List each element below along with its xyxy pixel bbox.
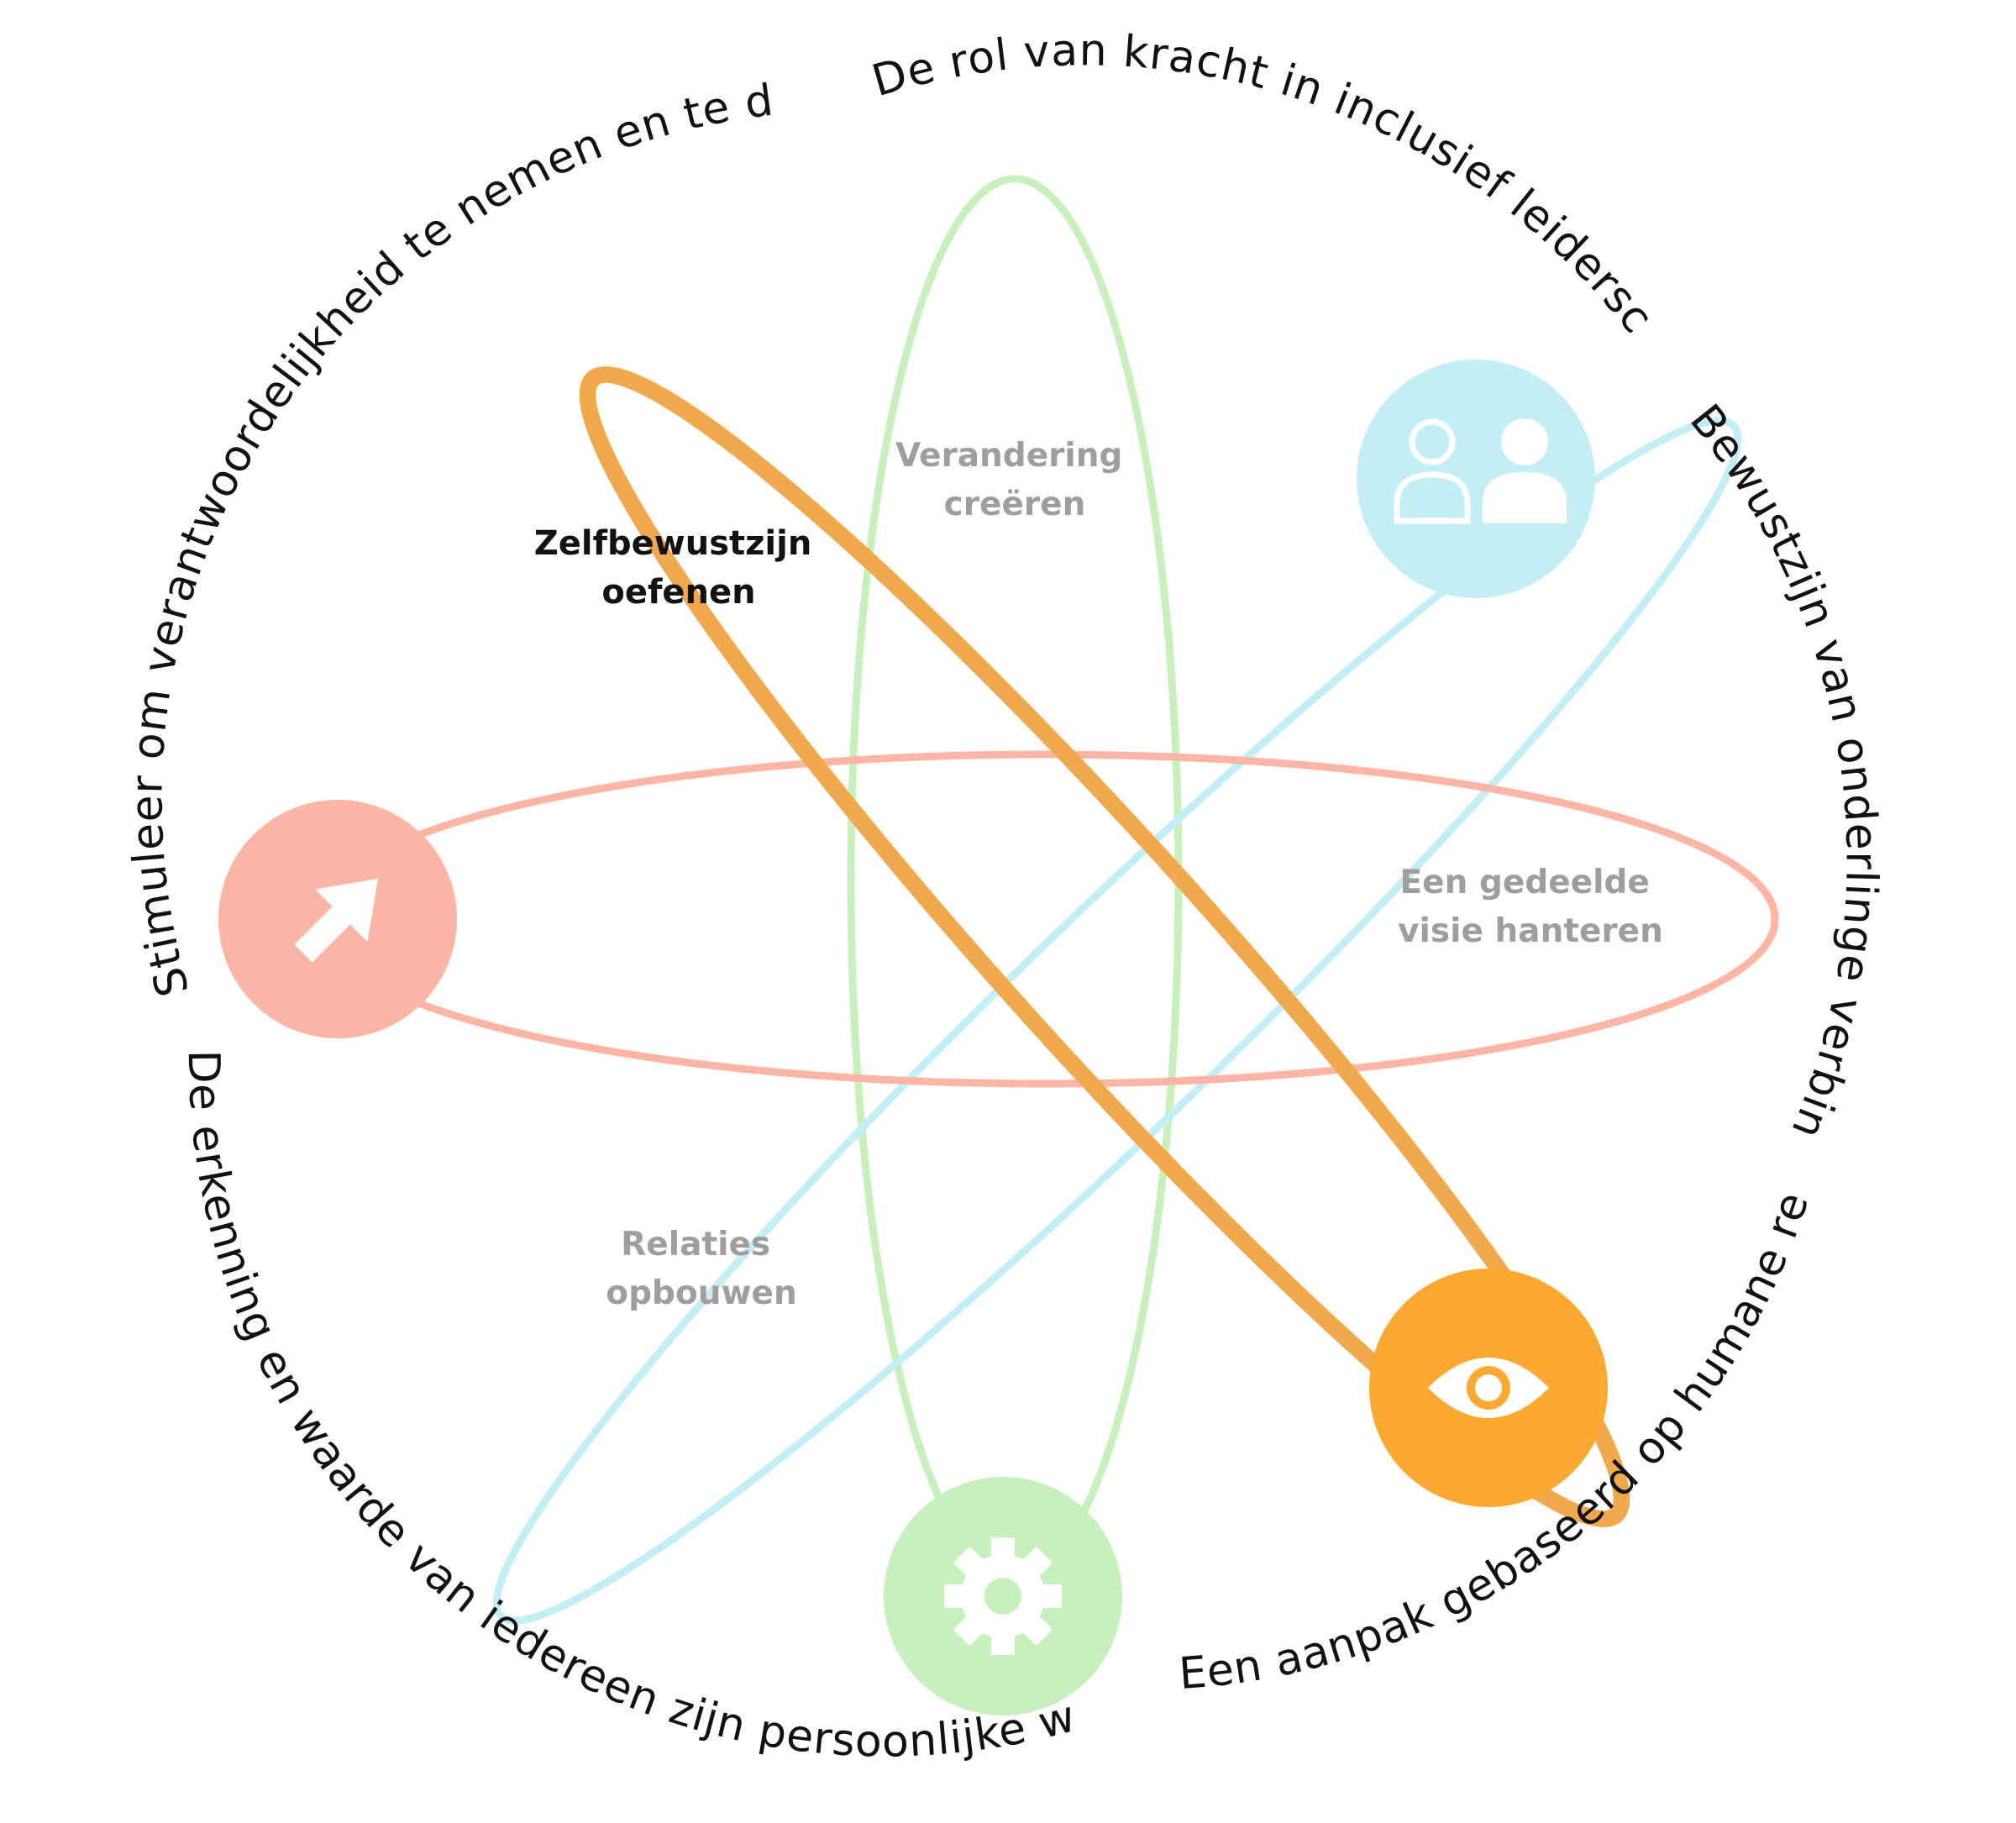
label-relaties-line2: opbouwen: [606, 1274, 796, 1312]
label-zelfbewustzijn-line2: oefenen: [601, 573, 755, 612]
label-visie: Een gedeelde visie hanteren: [1398, 864, 1663, 950]
eye-icon: [1428, 1358, 1549, 1418]
label-relaties-line1: Relaties: [621, 1226, 770, 1263]
node-arrow: [218, 800, 457, 1038]
label-verandering-line1: Verandering: [895, 437, 1122, 475]
label-relaties: Relaties opbouwen: [606, 1226, 796, 1312]
node-people: [1357, 360, 1595, 598]
gear-icon: [944, 1537, 1062, 1655]
ring-text-top-path: De rol van kracht in inclusief leidersch…: [0, 0, 1662, 343]
node-gear: [884, 1477, 1122, 1715]
label-zelfbewustzijn-line1: Zelfbewustzijn: [534, 524, 812, 563]
label-visie-line1: Een gedeelde: [1400, 864, 1650, 901]
label-zelfbewustzijn: Zelfbewustzijn oefenen: [534, 524, 823, 612]
orbit-blue: [492, 417, 1742, 1625]
orbit-orange: [579, 365, 1630, 1528]
label-verandering: Verandering creëren: [895, 437, 1134, 523]
node-eye: [1369, 1269, 1608, 1507]
ring-text-top: De rol van kracht in inclusief leidersch…: [0, 0, 1663, 343]
people-icon: [1394, 418, 1567, 524]
arrow-up-right-icon: [294, 878, 379, 963]
label-verandering-line2: creëren: [944, 486, 1086, 523]
label-visie-line2: visie hanteren: [1398, 912, 1663, 950]
